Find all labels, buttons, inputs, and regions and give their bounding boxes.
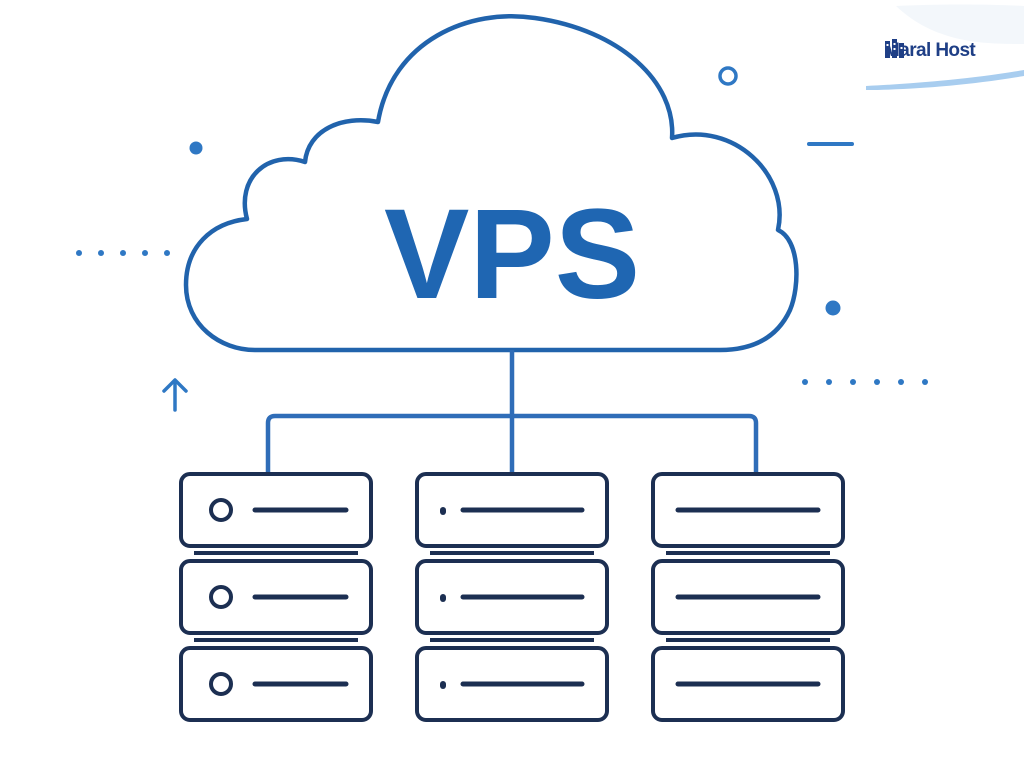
cloud-icon bbox=[183, 13, 799, 353]
server-rack-center bbox=[415, 472, 609, 722]
decorations bbox=[76, 66, 928, 412]
dotted-line-right bbox=[802, 379, 928, 385]
brand-name: Maral Host bbox=[884, 40, 976, 61]
server-building-logo-icon bbox=[885, 39, 904, 58]
up-arrow-icon bbox=[162, 378, 188, 412]
power-button-icon bbox=[209, 585, 233, 609]
ring-decoration bbox=[718, 66, 738, 86]
connector-lines bbox=[265, 350, 759, 472]
rack-joints-left bbox=[194, 551, 358, 642]
power-button-icon bbox=[209, 498, 233, 522]
server-rack-left bbox=[179, 472, 373, 722]
dotted-line-left bbox=[76, 250, 170, 256]
dot-decoration bbox=[189, 141, 203, 155]
vps-title: VPS bbox=[384, 183, 640, 326]
dot-decoration bbox=[825, 300, 841, 316]
power-button-icon bbox=[209, 672, 233, 696]
server-rack-right bbox=[651, 472, 845, 722]
logo-swoosh bbox=[866, 4, 1024, 90]
brand-logo[interactable]: Maral Host bbox=[866, 4, 1024, 90]
rack-joints-center bbox=[430, 551, 594, 642]
rack-joints-right bbox=[666, 551, 830, 642]
